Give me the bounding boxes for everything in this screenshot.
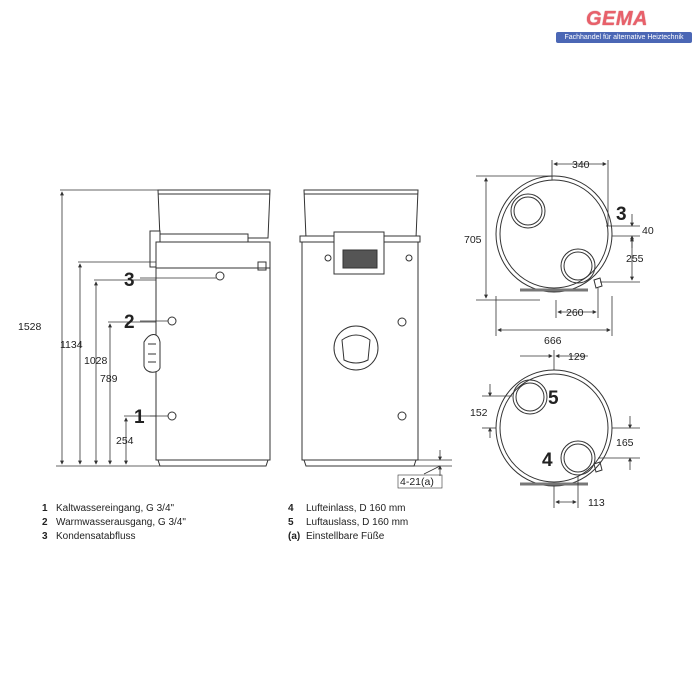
dim-705: 705 — [464, 234, 482, 246]
side-base — [157, 459, 269, 467]
top-view-upper-labels: 340 705 40 255 260 666 3 — [464, 159, 654, 347]
legend-num: (a) — [288, 531, 301, 542]
dim-254: 254 — [116, 435, 134, 447]
legend-item-2: 2 Warmwasserausgang, G 3/4" — [42, 516, 186, 530]
dim-feet: 4-21(a) — [400, 476, 434, 488]
dim-113: 113 — [588, 497, 605, 509]
legend-text: Luftauslass, D 160 mm — [306, 517, 409, 528]
upper-air-opening-left — [510, 193, 546, 229]
top-view-lower-labels: 129 152 165 113 5 4 — [470, 351, 634, 509]
legend-text: Kaltwassereingang, G 3/4" — [56, 503, 175, 514]
lower-air-opening-lower — [560, 440, 596, 476]
dim-40: 40 — [642, 225, 654, 237]
side-body — [155, 241, 271, 461]
legend-text: Lufteinlass, D 160 mm — [306, 503, 406, 514]
dim-340: 340 — [572, 159, 590, 171]
legend-num: 3 — [42, 531, 48, 542]
dim-1028: 1028 — [84, 355, 108, 367]
dim-129: 129 — [568, 351, 586, 363]
legend-right: 4 Lufteinlass, D 160 mm 5 Luftauslass, D… — [288, 502, 408, 544]
marker-3-side: 3 — [124, 270, 135, 291]
legend-item-3: 3 Kondensatabfluss — [42, 530, 186, 544]
upper-tank-outline — [495, 175, 613, 293]
legend-num: 2 — [42, 517, 48, 528]
gema-logo: GEMA Fachhandel für alternative Heiztech… — [556, 8, 692, 44]
dim-1528: 1528 — [18, 321, 42, 333]
connector-3 — [215, 271, 225, 281]
marker-5-top: 5 — [548, 388, 559, 409]
legend-item-a: (a) Einstellbare Füße — [288, 530, 408, 544]
marker-3-top: 3 — [616, 204, 627, 225]
dim-789: 789 — [100, 373, 118, 385]
marker-2-side: 2 — [124, 312, 135, 333]
front-top-cap — [303, 189, 419, 239]
legend-item-1: 1 Kaltwassereingang, G 3/4" — [42, 502, 186, 516]
side-handle-bar — [149, 233, 249, 243]
legend-text: Warmwasserausgang, G 3/4" — [56, 517, 186, 528]
front-opening — [333, 325, 379, 371]
legend-item-5: 5 Luftauslass, D 160 mm — [288, 516, 408, 530]
side-view — [143, 189, 271, 467]
side-top-cap — [157, 189, 271, 239]
dim-666: 666 — [544, 335, 562, 347]
legend-left: 1 Kaltwassereingang, G 3/4" 2 Warmwasser… — [42, 502, 186, 544]
dim-152: 152 — [470, 407, 488, 419]
side-grip — [143, 334, 161, 373]
legend-item-4: 4 Lufteinlass, D 160 mm — [288, 502, 408, 516]
dim-260: 260 — [566, 307, 584, 319]
legend-num: 4 — [288, 503, 294, 514]
front-view — [299, 189, 421, 467]
dim-1134: 1134 — [60, 339, 83, 351]
upper-air-opening-right — [560, 248, 596, 284]
legend-num: 5 — [288, 517, 294, 528]
top-view-upper — [495, 175, 613, 293]
top-view-upper-dimensions — [476, 160, 640, 336]
logo-wordmark: GEMA — [586, 8, 648, 30]
marker-4-top: 4 — [542, 450, 553, 471]
display-screen — [342, 249, 378, 269]
dim-255: 255 — [626, 253, 644, 265]
top-view-lower-dimensions — [482, 350, 640, 508]
marker-1-side: 1 — [134, 407, 145, 428]
logo-tagline: Fachhandel für alternative Heiztechnik — [556, 32, 692, 43]
lower-air-opening-upper — [512, 379, 548, 415]
legend-text: Einstellbare Füße — [306, 531, 385, 542]
side-dimensions — [56, 189, 216, 467]
legend-num: 1 — [42, 503, 48, 514]
dim-165: 165 — [616, 437, 634, 449]
legend-text: Kondensatabfluss — [56, 531, 136, 542]
side-dimension-labels: 1528 1134 1028 789 254 3 2 1 — [18, 270, 145, 447]
feet-dimension — [414, 450, 452, 476]
